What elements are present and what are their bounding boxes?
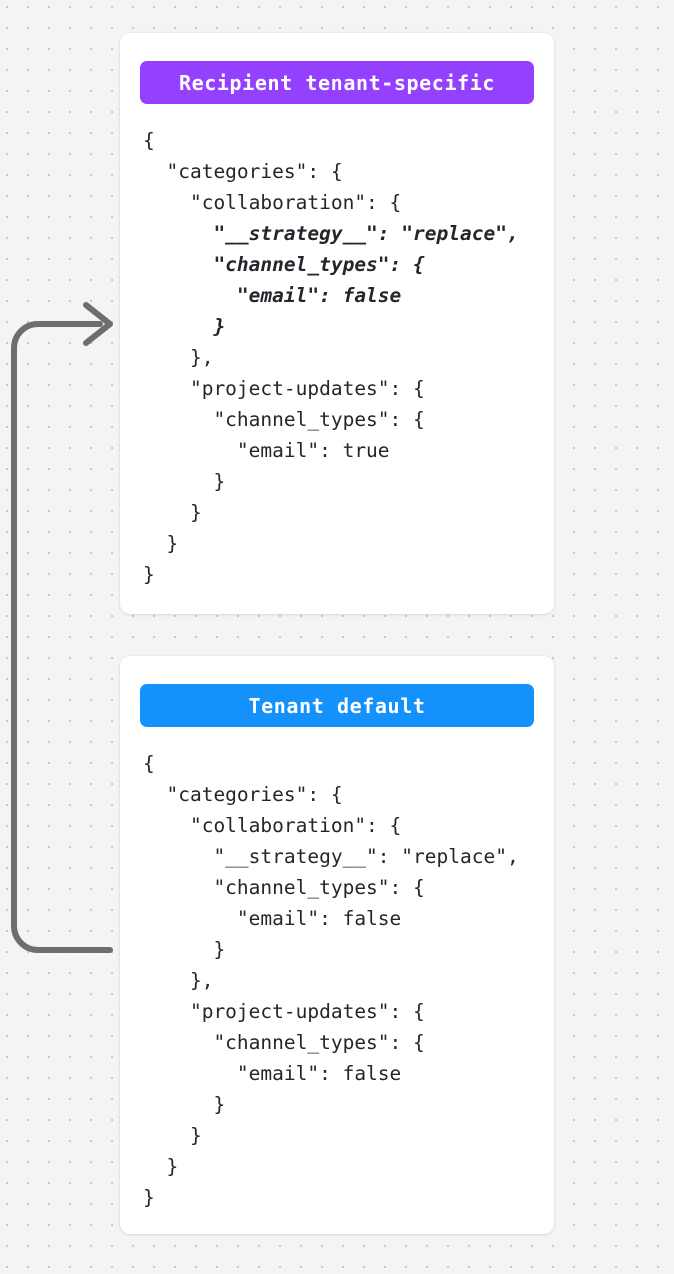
code-line: {	[143, 752, 155, 775]
code-line: "channel_types": {	[143, 408, 425, 431]
code-line: "email": false	[143, 907, 402, 930]
arrow-path	[11, 321, 113, 953]
card-tenant-default: Tenant default { "categories": { "collab…	[120, 656, 554, 1234]
arrow-head-icon	[83, 302, 113, 346]
code-line: "email": true	[143, 439, 390, 462]
code-line: }	[143, 532, 179, 555]
code-line: }	[143, 501, 202, 524]
code-line: "collaboration": {	[143, 191, 402, 214]
code-line: }	[143, 563, 155, 586]
code-line: "channel_types": {	[143, 1031, 425, 1054]
code-line: "project-updates": {	[143, 1000, 425, 1023]
code-line: }	[143, 1124, 202, 1147]
code-line: "categories": {	[143, 160, 343, 183]
code-line: "__strategy__": "replace",	[143, 845, 519, 868]
code-line: }	[143, 315, 226, 338]
code-line: }	[143, 938, 226, 961]
code-line: "categories": {	[143, 783, 343, 806]
code-line: "channel_types": {	[143, 253, 425, 276]
code-line: },	[143, 346, 214, 369]
code-line: }	[143, 1093, 226, 1116]
code-block-tenant: { "categories": { "collaboration": { "__…	[140, 727, 534, 1213]
code-line: "email": false	[143, 1062, 402, 1085]
card-badge-recipient: Recipient tenant-specific	[140, 61, 534, 104]
code-line: "email": false	[143, 284, 402, 307]
code-line: "collaboration": {	[143, 814, 402, 837]
code-line: "__strategy__": "replace",	[143, 222, 519, 245]
code-line: }	[143, 1186, 155, 1209]
code-line: }	[143, 1155, 179, 1178]
code-block-recipient: { "categories": { "collaboration": { "__…	[140, 104, 534, 590]
code-line: },	[143, 969, 214, 992]
card-recipient-tenant-specific: Recipient tenant-specific { "categories"…	[120, 33, 554, 614]
code-line: }	[143, 470, 226, 493]
card-badge-tenant: Tenant default	[140, 684, 534, 727]
code-line: "project-updates": {	[143, 377, 425, 400]
code-line: {	[143, 129, 155, 152]
code-line: "channel_types": {	[143, 876, 425, 899]
